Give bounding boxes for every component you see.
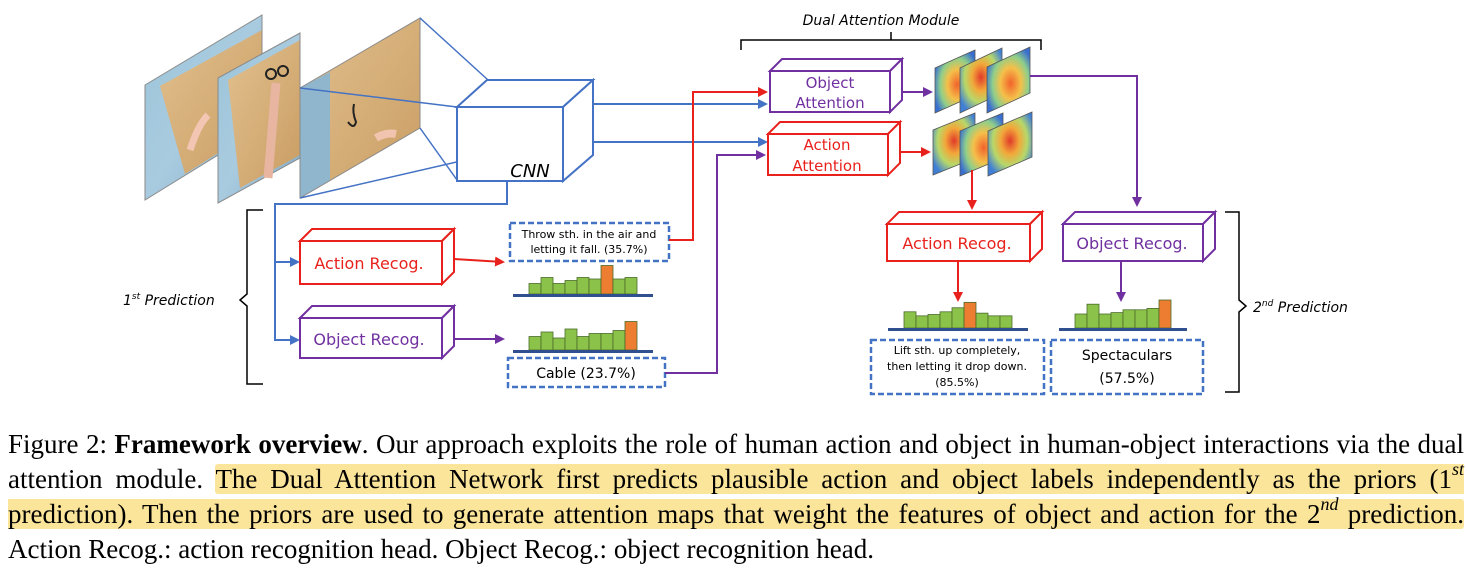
second-object-recog-head [1060, 209, 1218, 264]
second-action-recog-head [884, 209, 1045, 264]
cnn-label: CNN [510, 161, 550, 182]
first-object-hist-bar-4 [576, 336, 590, 351]
first-action-hist-bar-7 [612, 278, 626, 295]
second-action-hist-bar-7 [987, 315, 1001, 329]
first-prediction-brace [238, 209, 263, 385]
second-action-hist-bar-0 [903, 311, 917, 329]
first-object-recog-head [297, 303, 457, 361]
object-attention-maps [934, 46, 1031, 114]
second-action-prediction-text: Lift sth. up completely,then letting it … [887, 344, 1027, 389]
first-action-histogram [513, 265, 653, 297]
first-action-hist-bar-4 [576, 277, 590, 295]
first-object-hist-bar-3 [564, 328, 578, 351]
second-action-prediction-box [869, 338, 1046, 396]
second-object-prediction-text: Spectaculars(57.5%) [1082, 348, 1172, 387]
figure-caption: Figure 2: Framework overview. Our approa… [8, 427, 1464, 567]
caption-highlight-part-2: prediction). Then the priors are used to… [8, 499, 1321, 529]
first-action-recog-label: Action Recog. [314, 254, 423, 273]
frame-to-cnn-lines [299, 17, 489, 199]
second-object-hist-bar-7 [1158, 299, 1172, 329]
second-object-prediction-box [1049, 338, 1205, 396]
second-object-recog-label: Object Recog. [1076, 234, 1187, 253]
object-prior-to-action-attention-arrow [665, 150, 766, 374]
second-action-hist-bar-5 [963, 301, 977, 329]
first-action-hist-bar-5 [588, 278, 602, 295]
second-prediction-label: 2nd Prediction [1253, 299, 1348, 316]
second-action-recog-label: Action Recog. [902, 234, 1011, 253]
first-object-hist-bar-7 [612, 330, 626, 351]
first-action-to-hist-arrow [453, 256, 505, 267]
first-object-hist-bar-0 [528, 336, 542, 351]
second-action-histogram [888, 301, 1028, 331]
first-object-recog-label: Object Recog. [313, 330, 424, 349]
second-action-hist-bar-3 [939, 311, 953, 329]
first-object-prediction-text: Cable (23.7%) [536, 366, 636, 382]
first-object-hist-bar-8 [624, 321, 638, 351]
first-action-hist-bar-2 [552, 283, 566, 295]
second-object-histogram [1059, 299, 1187, 331]
dual-attention-brace [740, 32, 1042, 50]
cnn-to-attention-arrows [593, 99, 768, 147]
second-object-hist-bar-2 [1098, 313, 1112, 329]
object-map-to-object-recog-arrow [1030, 75, 1142, 207]
caption-highlight-part-3: prediction. [1338, 499, 1464, 529]
second-action-hist-bar-1 [915, 315, 929, 329]
second-object-hist-bar-1 [1086, 303, 1100, 329]
first-action-hist-bar-3 [564, 280, 578, 295]
caption-highlight-part-1: The Dual Attention Network first predict… [215, 464, 1452, 494]
first-object-hist-bar-1 [540, 331, 554, 351]
caption-highlight: The Dual Attention Network first predict… [8, 460, 1464, 529]
action-attention-block [765, 119, 903, 178]
cnn-block [454, 77, 596, 184]
caption-sentence-3: Action Recog.: action recognition head. … [8, 534, 874, 564]
second-object-hist-bar-4 [1122, 309, 1136, 329]
first-action-hist-bar-1 [540, 277, 554, 295]
second-action-hist-bar-6 [975, 312, 989, 329]
first-prediction-label: 1st Prediction [123, 292, 215, 309]
first-action-prediction-box [508, 221, 671, 263]
first-action-hist-bar-8 [624, 277, 638, 295]
first-action-recog-head [297, 226, 457, 287]
first-action-hist-bar-6 [600, 265, 614, 295]
caption-title: Framework overview [114, 429, 362, 459]
action-prior-to-object-attention-arrow [669, 87, 768, 241]
first-object-hist-bar-2 [552, 337, 566, 351]
second-object-hist-bar-0 [1074, 313, 1088, 329]
second-prediction-brace [1225, 211, 1248, 393]
second-object-hist-bar-5 [1134, 309, 1148, 329]
dual-attention-label: Dual Attention Module [803, 13, 960, 29]
caption-prefix: Figure 2: [8, 429, 115, 459]
object-attention-block [767, 56, 905, 115]
input-video-frames [144, 14, 421, 204]
first-object-hist-bar-5 [588, 333, 602, 351]
cnn-to-first-prediction-arrows [274, 181, 508, 345]
second-action-hist-bar-4 [951, 307, 965, 329]
second-object-hist-bar-3 [1110, 312, 1124, 329]
caption-sup-nd: nd [1320, 494, 1339, 514]
second-action-hist-bar-2 [927, 314, 941, 329]
first-object-hist-bar-6 [600, 333, 614, 351]
caption-sentence-1: . Our approach exploits the role of huma… [8, 429, 1464, 494]
second-object-hist-bar-6 [1146, 307, 1160, 329]
first-action-hist-bar-0 [528, 283, 542, 295]
video-frame-3 [299, 17, 421, 199]
action-attention-maps [932, 111, 1033, 177]
second-action-hist-bar-8 [999, 315, 1013, 329]
video-frame-2 [217, 32, 301, 204]
first-object-histogram [513, 321, 653, 353]
caption-sup-st: st [1451, 459, 1464, 479]
